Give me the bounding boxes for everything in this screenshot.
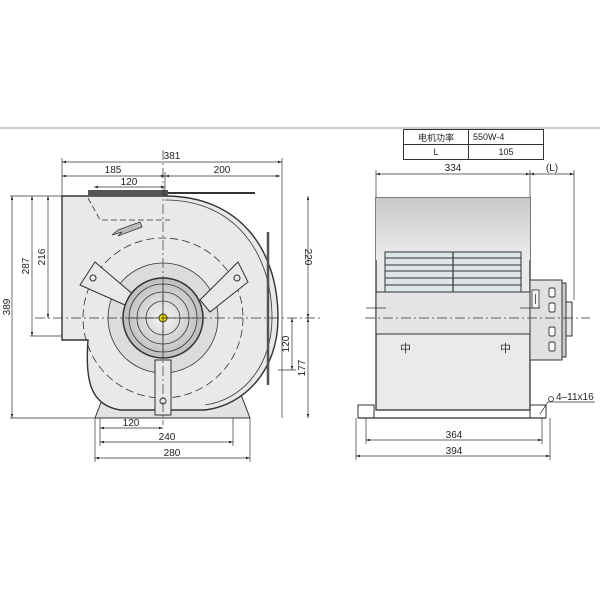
dim-center-to-base: 177 <box>297 359 308 376</box>
dim-side-base-holes: 364 <box>446 430 463 441</box>
dim-left-width: 185 <box>105 165 122 176</box>
dim-outlet-to-center: 216 <box>37 248 48 265</box>
dim-right-width: 200 <box>214 165 231 176</box>
dim-base-width: 280 <box>164 448 181 459</box>
dim-center-offset: 120 <box>281 335 292 352</box>
airflow-arrow-icon <box>111 221 143 237</box>
side-dimension-labels: 334 (L) 364 394 4–11x16 <box>445 163 594 457</box>
dim-motor-length: (L) <box>546 163 558 174</box>
dim-outlet-width: 120 <box>121 177 138 188</box>
dim-side-base-width: 394 <box>446 446 463 457</box>
impeller-blades <box>384 251 522 293</box>
dim-housing-width: 334 <box>445 163 462 174</box>
front-dimensions <box>10 158 310 462</box>
hole-icon <box>548 396 554 402</box>
dim-base-half-holes: 120 <box>123 418 140 429</box>
spec-value-length: 105 <box>468 144 544 160</box>
dim-outlet-height: 287 <box>21 257 32 274</box>
dim-center-to-top: 220 <box>302 249 313 266</box>
spec-table: 电机功率 550W-4 L 105 <box>403 129 544 160</box>
spec-row-length: L 105 <box>403 144 544 160</box>
mount-mark-icon: 中 <box>400 342 411 355</box>
mount-mark-icon: 中 <box>500 342 511 355</box>
front-dimension-labels: 381 185 200 120 389 287 216 220 120 177 … <box>2 151 313 459</box>
side-view: 中 中 <box>357 197 590 419</box>
dim-mount-holes: 4–11x16 <box>556 392 594 403</box>
dim-base-holes: 240 <box>159 432 176 443</box>
dim-overall-height: 389 <box>2 298 13 315</box>
front-view <box>35 150 320 425</box>
spec-label-length: L <box>403 144 469 160</box>
dim-overall-width: 381 <box>164 151 181 162</box>
top-rule <box>0 127 600 129</box>
side-dimensions <box>355 170 595 460</box>
